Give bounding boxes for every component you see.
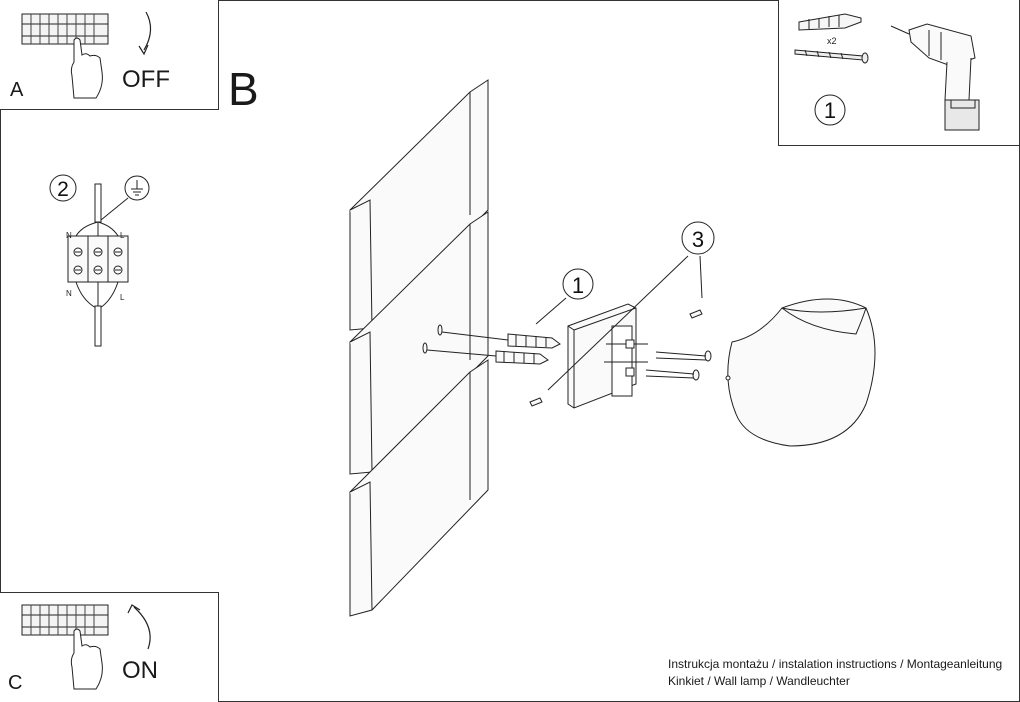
breaker-on-illustration [21,604,151,690]
terminal-n-bottom: N [66,289,72,298]
terminal-l-top: L [120,231,125,240]
panel-tools: x2 1 [778,0,1019,146]
lamp-shade [725,298,876,447]
lamp-screws [645,350,712,381]
caption-line-1: Instrukcja montażu / instalation instruc… [668,657,1003,671]
wiring-step-number: 2 [57,178,69,201]
drill-icon [890,23,980,131]
tools-illustration: x2 1 [794,13,980,131]
anchor-step-number: 1 [572,273,584,298]
wall-anchors [422,309,703,407]
step-letter-b: B [228,63,259,115]
switch-off-label: OFF [122,66,170,93]
quantity-label: x2 [827,36,837,46]
mounting-bracket [567,303,648,409]
ground-symbol-icon [124,175,150,201]
breaker-off-illustration [21,11,152,99]
terminal-n-top: N [66,231,72,240]
caption-line-2: Kinkiet / Wall lamp / Wandleuchter [668,674,850,688]
screw-icon [794,49,869,64]
terminal-l-bottom: L [120,293,125,302]
panel-switch-off: A OFF [0,0,219,110]
panel-switch-on: C ON [0,592,219,702]
step-letter-c: C [8,672,23,694]
wall-plug-icon [798,13,862,31]
screw-step-number: 3 [692,227,704,252]
tools-step-number: 1 [824,98,836,123]
step-letter-a: A [10,79,24,101]
switch-on-label: ON [122,657,158,684]
wall-panels [349,79,489,617]
